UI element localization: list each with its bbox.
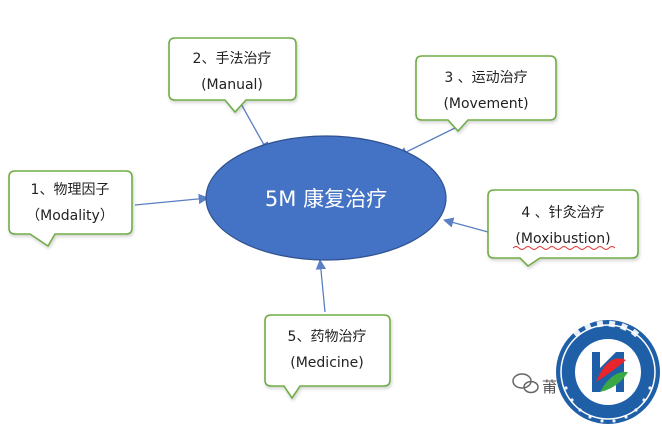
arrow-medicine xyxy=(315,258,327,313)
callout-medicine-line2: (Medicine) xyxy=(290,355,363,371)
callout-movement-line2: (Movement) xyxy=(443,96,528,112)
callout-modality-shape xyxy=(8,170,133,248)
callout-modality xyxy=(8,170,133,248)
callout-manual-line2: (Manual) xyxy=(201,77,263,93)
spellcheck-underline xyxy=(512,246,616,250)
watermark-text: 莆 xyxy=(542,378,557,396)
callout-medicine xyxy=(264,314,391,400)
arrow-modality xyxy=(134,193,210,206)
callout-medicine-line1: 5、药物治疗 xyxy=(288,329,367,345)
callout-movement-line1: 3 、运动治疗 xyxy=(444,70,527,86)
arrow-movement xyxy=(397,127,456,157)
callout-modality-line1: 1、物理因子 xyxy=(31,182,110,198)
callout-manual xyxy=(168,37,297,114)
callout-moxibustion xyxy=(487,189,639,268)
arrows xyxy=(134,101,489,313)
callout-movement-shape xyxy=(415,55,557,133)
arrow-moxibustion xyxy=(442,217,489,233)
center-node: 5M 康复治疗 xyxy=(205,135,447,261)
watermark: 莆 xyxy=(512,373,557,396)
callout-moxibustion-shape xyxy=(487,189,639,268)
callout-medicine-shape xyxy=(264,314,391,400)
callout-manual-line1: 2、手法治疗 xyxy=(193,51,272,67)
callout-moxibustion-line2: (Moxibustion) xyxy=(515,231,610,247)
center-ellipse xyxy=(205,135,447,261)
callout-manual-shape xyxy=(168,37,297,114)
callout-movement xyxy=(415,55,557,133)
hospital-logo xyxy=(556,320,660,424)
callout-moxibustion-line1: 4 、针灸治疗 xyxy=(521,205,604,221)
center-label: 5M 康复治疗 xyxy=(265,187,387,211)
callout-modality-line2: （Modality） xyxy=(26,208,114,224)
arrow-manual xyxy=(239,101,269,153)
wechat-icon xyxy=(512,373,539,394)
